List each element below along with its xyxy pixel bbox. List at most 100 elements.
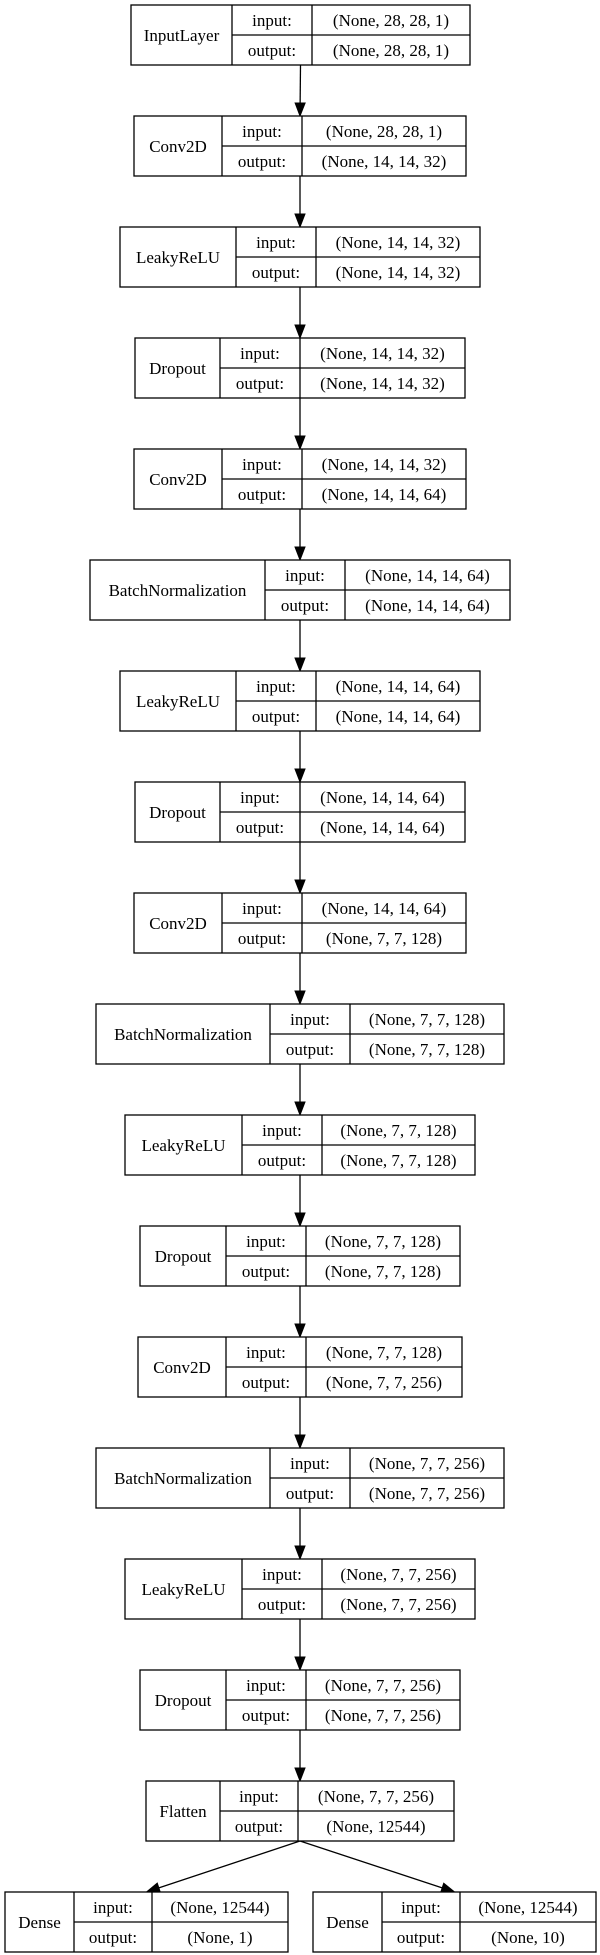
edge-leakyrelu-3-to-dropout-3: [294, 1175, 306, 1228]
output-shape: (None, 7, 7, 256): [369, 1484, 485, 1503]
arrowhead-icon: [294, 1656, 306, 1672]
layer-name: Dense: [18, 1913, 60, 1932]
layer-name: Conv2D: [149, 137, 207, 156]
output-label: output:: [286, 1484, 334, 1503]
input-label: input:: [246, 1676, 286, 1695]
arrowhead-icon: [294, 546, 306, 562]
input-label: input:: [242, 455, 282, 474]
arrowhead-icon: [294, 1434, 306, 1450]
layer-name: BatchNormalization: [109, 581, 247, 600]
edge-flatten-to-dense-2: [299, 1840, 456, 1894]
input-label: input:: [240, 788, 280, 807]
input-shape: (None, 14, 14, 32): [320, 344, 445, 363]
edge-input-layer-to-conv2d-1: [294, 64, 306, 118]
input-label: input:: [252, 11, 292, 30]
edge-dropout-1-to-conv2d-2: [294, 398, 306, 451]
input-label: input:: [262, 1121, 302, 1140]
edge-batchnorm-1-to-leakyrelu-2: [294, 620, 306, 673]
input-label: input:: [246, 1343, 286, 1362]
input-label: input:: [242, 122, 282, 141]
layer-name: Dropout: [155, 1247, 212, 1266]
output-shape: (None, 7, 7, 128): [340, 1151, 456, 1170]
edge-leakyrelu-2-to-dropout-2: [294, 731, 306, 784]
output-shape: (None, 14, 14, 32): [336, 263, 461, 282]
arrowhead-icon: [145, 1882, 162, 1894]
input-label: input:: [240, 344, 280, 363]
edge-line: [158, 1840, 301, 1889]
input-label: input:: [93, 1898, 133, 1917]
layer-name: Dense: [326, 1913, 368, 1932]
output-label: output:: [258, 1595, 306, 1614]
edge-dropout-4-to-flatten: [294, 1730, 306, 1783]
input-shape: (None, 14, 14, 64): [320, 788, 445, 807]
layer-name: Dropout: [149, 359, 206, 378]
arrowhead-icon: [294, 1767, 306, 1783]
output-shape: (None, 28, 28, 1): [333, 41, 449, 60]
arrowhead-icon: [294, 657, 306, 673]
layer-node-dropout-2: Dropout input: output: (None, 14, 14, 64) (N…: [134, 781, 466, 843]
output-label: output:: [286, 1040, 334, 1059]
output-shape: (None, 14, 14, 64): [320, 818, 445, 837]
layer-node-dropout-1: Dropout input: output: (None, 14, 14, 32) (N…: [134, 337, 466, 399]
output-label: output:: [252, 707, 300, 726]
layer-name: Conv2D: [149, 470, 207, 489]
input-label: input:: [290, 1454, 330, 1473]
edge-leakyrelu-1-to-dropout-1: [294, 287, 306, 340]
arrowhead-icon: [439, 1882, 456, 1894]
input-shape: (None, 28, 28, 1): [333, 11, 449, 30]
layer-name: LeakyReLU: [141, 1580, 225, 1599]
output-shape: (None, 7, 7, 128): [326, 929, 442, 948]
output-shape: (None, 7, 7, 128): [369, 1040, 485, 1059]
edge-batchnorm-3-to-leakyrelu-4: [294, 1508, 306, 1561]
output-shape: (None, 7, 7, 256): [325, 1706, 441, 1725]
layer-name: Flatten: [159, 1802, 207, 1821]
layer-name: Dropout: [149, 803, 206, 822]
output-label: output:: [242, 1706, 290, 1725]
output-label: output:: [397, 1928, 445, 1947]
output-label: output:: [89, 1928, 137, 1947]
input-label: input:: [256, 233, 296, 252]
output-shape: (None, 7, 7, 256): [326, 1373, 442, 1392]
output-shape: (None, 14, 14, 32): [322, 152, 447, 171]
output-label: output:: [235, 1817, 283, 1836]
layer-name: Dropout: [155, 1691, 212, 1710]
input-shape: (None, 7, 7, 128): [340, 1121, 456, 1140]
output-label: output:: [236, 818, 284, 837]
edges-layer: [145, 64, 456, 1894]
output-label: output:: [238, 929, 286, 948]
edge-flatten-to-dense-1: [145, 1840, 301, 1894]
output-label: output:: [242, 1373, 290, 1392]
layer-name: Conv2D: [149, 914, 207, 933]
output-label: output:: [252, 263, 300, 282]
input-label: input:: [262, 1565, 302, 1584]
edge-conv2d-2-to-batchnorm-1: [294, 509, 306, 562]
edge-leakyrelu-4-to-dropout-4: [294, 1619, 306, 1672]
layer-name: BatchNormalization: [114, 1025, 252, 1044]
edge-batchnorm-2-to-leakyrelu-3: [294, 1064, 306, 1117]
input-label: input:: [256, 677, 296, 696]
input-label: input:: [239, 1787, 279, 1806]
output-shape: (None, 14, 14, 64): [322, 485, 447, 504]
output-shape: (None, 14, 14, 32): [320, 374, 445, 393]
output-shape: (None, 12544): [326, 1817, 425, 1836]
arrowhead-icon: [294, 1101, 306, 1117]
arrowhead-icon: [294, 435, 306, 451]
output-label: output:: [236, 374, 284, 393]
arrowhead-icon: [294, 324, 306, 340]
input-shape: (None, 12544): [478, 1898, 577, 1917]
output-shape: (None, 1): [187, 1928, 252, 1947]
output-label: output:: [238, 152, 286, 171]
layer-name: LeakyReLU: [141, 1136, 225, 1155]
